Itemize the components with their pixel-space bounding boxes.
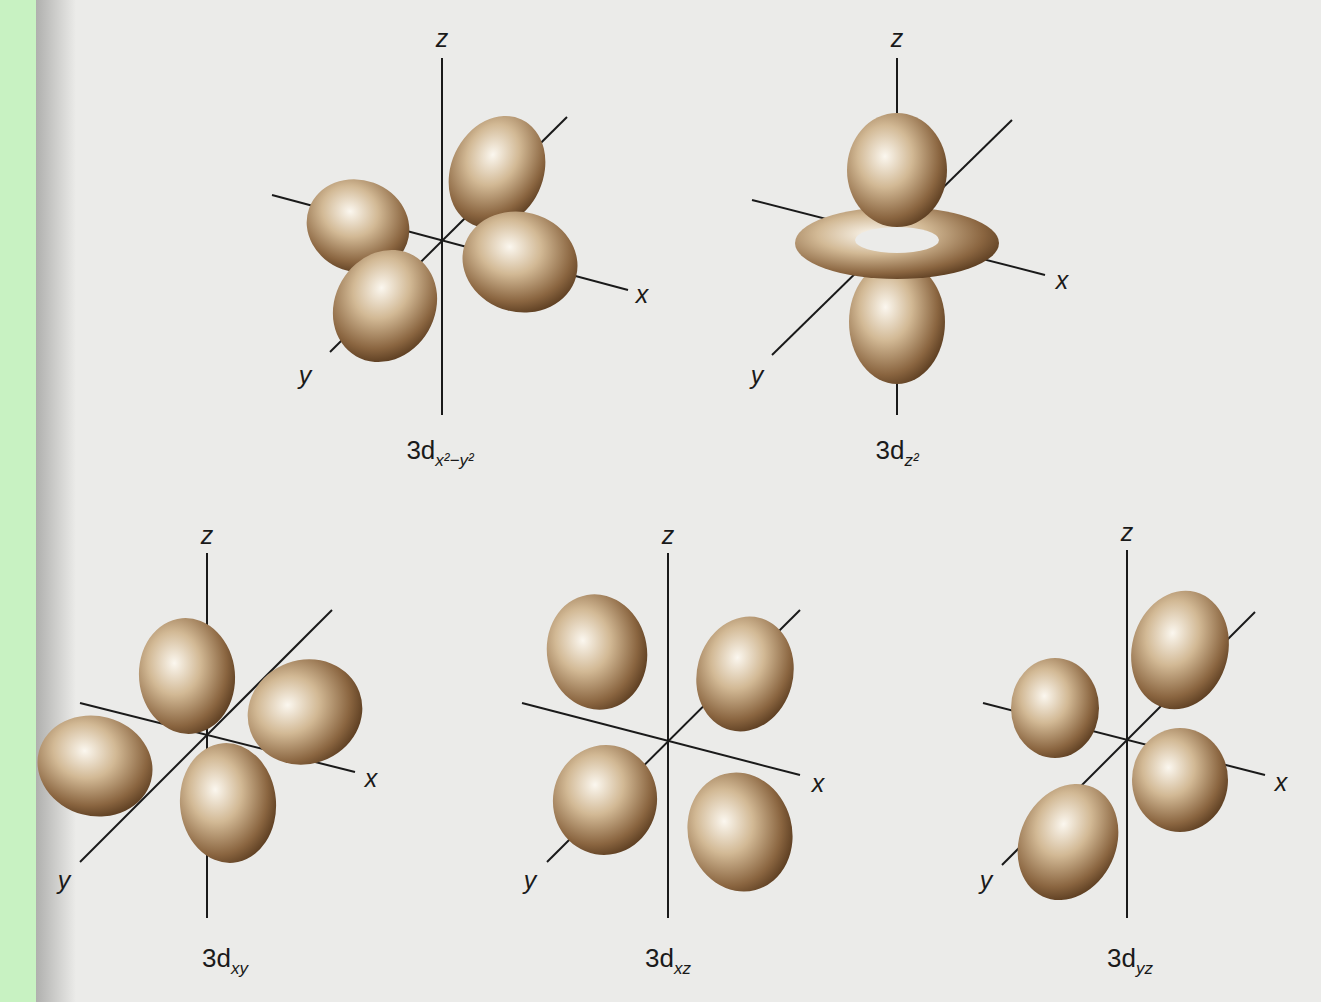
axis-label: z xyxy=(662,523,675,548)
axis-label: y xyxy=(299,363,312,388)
axis-label: y xyxy=(58,868,71,893)
orbital-name: 3d xyxy=(202,943,231,973)
axis-label: x xyxy=(812,771,825,796)
orbital-name: 3d xyxy=(875,435,904,465)
orbital-caption: 3dxy xyxy=(202,945,248,971)
page-shadow xyxy=(36,0,76,1002)
orbital-subscript: z² xyxy=(904,451,918,470)
axis-label: z xyxy=(201,523,214,548)
axis-label: z xyxy=(436,26,449,51)
axes xyxy=(80,58,1265,918)
orbital-name: 3d xyxy=(1107,943,1136,973)
axis-label: x xyxy=(1056,268,1069,293)
axis-label: y xyxy=(980,868,993,893)
page-strip xyxy=(0,0,36,1002)
orbital-subscript: x²−y² xyxy=(435,451,473,470)
axis-label: y xyxy=(751,363,764,388)
orbital-caption: 3dx²−y² xyxy=(406,437,473,463)
orbital-subscript: yz xyxy=(1136,959,1153,978)
orbital-caption: 3dz² xyxy=(875,437,918,463)
axis-label: z xyxy=(1121,520,1134,545)
orbital-name: 3d xyxy=(406,435,435,465)
orbital-name: 3d xyxy=(645,943,674,973)
orbital-subscript: xz xyxy=(674,959,691,978)
orbital-caption: 3dyz xyxy=(1107,945,1153,971)
axis-label: z xyxy=(891,26,904,51)
axis-label: x xyxy=(636,282,649,307)
axis-label: y xyxy=(524,868,537,893)
axis-label: x xyxy=(365,766,378,791)
orbital-lobes xyxy=(26,100,1242,917)
orbital-caption: 3dxz xyxy=(645,945,691,971)
orbital-subscript: xy xyxy=(231,959,248,978)
axis-label: x xyxy=(1275,770,1288,795)
